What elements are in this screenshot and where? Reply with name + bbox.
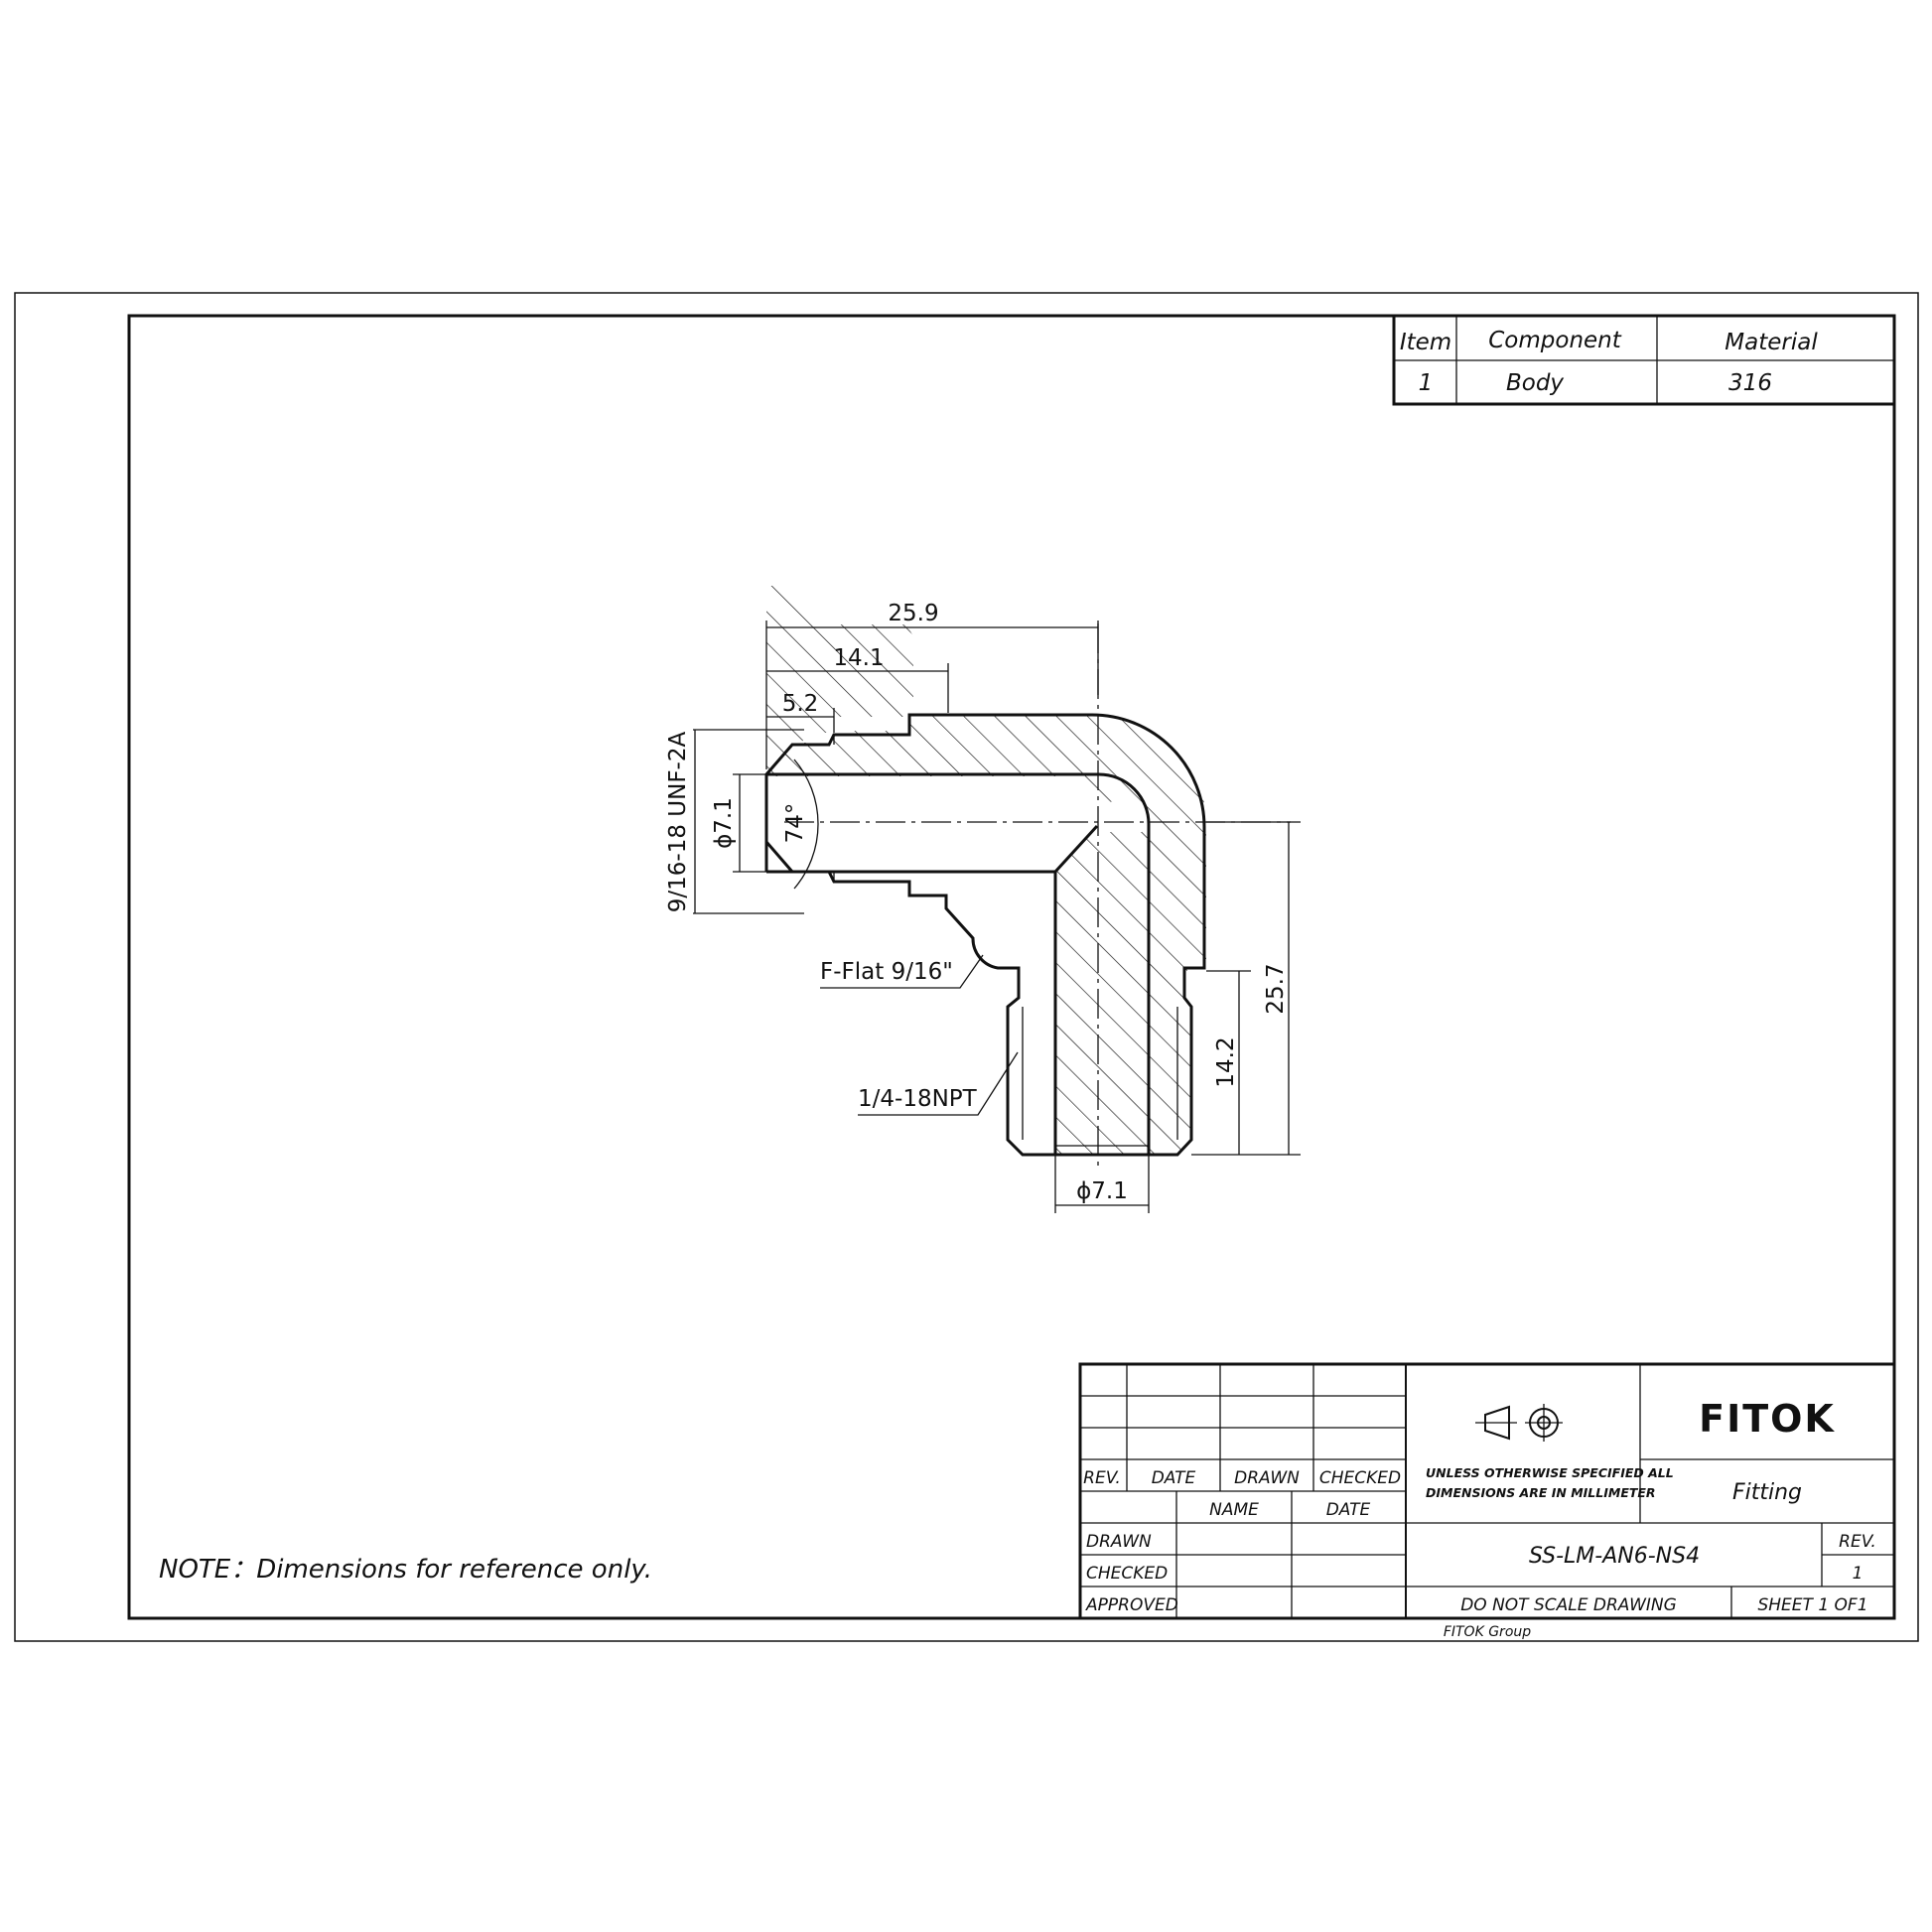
dim-bore-bottom: ϕ7.1: [1076, 1178, 1128, 1204]
drawing-title: Fitting: [1732, 1480, 1802, 1505]
rev-header-date: DATE: [1152, 1468, 1196, 1488]
scale-note: DO NOT SCALE DRAWING: [1460, 1595, 1677, 1615]
spec-note-line1: UNLESS OTHERWISE SPECIFIED ALL: [1426, 1465, 1674, 1480]
parts-header-component: Component: [1488, 328, 1622, 353]
company-logo: FITOK: [1699, 1397, 1836, 1441]
parts-row-item: 1: [1419, 370, 1434, 396]
sign-row-checked: CHECKED: [1086, 1564, 1168, 1584]
dim-npt-label: 1/4-18NPT: [858, 1086, 978, 1112]
fitting-outline: [764, 713, 1206, 1157]
sign-row-approved: APPROVED: [1085, 1595, 1178, 1615]
dim-overall-width: 25.9: [888, 601, 938, 626]
parts-list-table: Item Component Material 1 Body 316: [1392, 314, 1896, 406]
sheet-number: SHEET 1 OF1: [1757, 1595, 1867, 1615]
dimension-annotations: 25.9 14.1 5.2 9/16-18 UNF-2A ϕ7.1 74° F-…: [665, 601, 1301, 1213]
rev-header-drawn: DRAWN: [1234, 1468, 1300, 1488]
rev-header-checked: CHECKED: [1319, 1468, 1401, 1488]
dim-thread-start: 5.2: [782, 691, 819, 717]
rev-header-rev: REV.: [1083, 1468, 1121, 1488]
outer-border: [14, 292, 1919, 1642]
sign-row-drawn: DRAWN: [1086, 1532, 1152, 1552]
dim-npt-length: 14.2: [1213, 1036, 1239, 1087]
fitting-body-upper: [766, 714, 1207, 1155]
fitting-section-view: [764, 586, 1291, 1172]
dim-flat-label: F-Flat 9/16": [820, 959, 953, 985]
parts-header-material: Material: [1725, 330, 1818, 355]
reference-note: NOTE：Dimensions for reference only.: [159, 1555, 652, 1585]
title-block: REV. DATE DRAWN CHECKED NAME DATE DRAWN …: [1078, 1362, 1896, 1620]
parts-row-component: Body: [1506, 370, 1564, 396]
group-label: FITOK Group: [1444, 1624, 1531, 1640]
dim-thread-spec: 9/16-18 UNF-2A: [665, 732, 691, 913]
dim-flare-angle: 74°: [782, 803, 808, 844]
part-number: SS-LM-AN6-NS4: [1529, 1544, 1700, 1569]
rev-value: 1: [1853, 1564, 1863, 1584]
spec-note-line2: DIMENSIONS ARE IN MILLIMETER: [1426, 1485, 1656, 1500]
fitting-body-section: [766, 586, 913, 774]
sign-header-date: DATE: [1326, 1500, 1371, 1520]
dim-vertical-length: 25.7: [1263, 963, 1289, 1014]
sign-header-name: NAME: [1209, 1500, 1259, 1520]
parts-row-material: 316: [1728, 370, 1772, 396]
projection-symbol-icon: [1475, 1404, 1563, 1442]
rev-label: REV.: [1839, 1532, 1876, 1552]
inner-frame: [127, 314, 1896, 1620]
dim-flat-to-shoulder: 14.1: [833, 645, 884, 671]
parts-header-item: Item: [1400, 330, 1451, 355]
dim-bore-left: ϕ7.1: [711, 797, 737, 849]
